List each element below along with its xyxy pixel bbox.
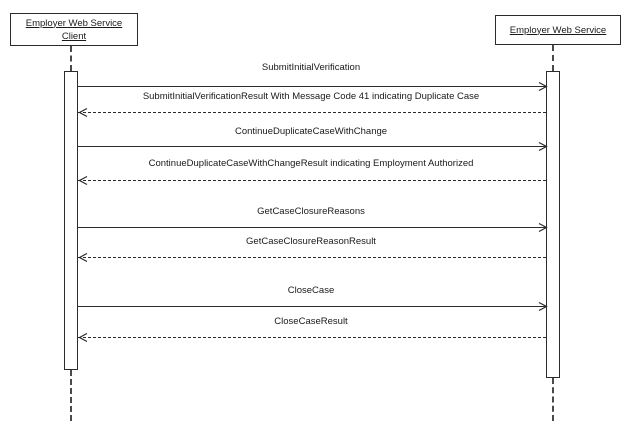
- message-arrow-get-case-closure-reasons: [78, 227, 546, 228]
- arrowhead-left-2: [78, 107, 88, 118]
- arrowhead-left-6: [78, 252, 88, 263]
- lifeline-header-client-label: Employer Web Service Client: [25, 17, 123, 42]
- lifeline-dashed-line-service-bottom: [552, 378, 554, 421]
- arrowhead-left-4: [78, 175, 88, 186]
- lifeline-dashed-line-client-bottom: [70, 370, 72, 421]
- message-arrow-continue-duplicate-case-with-change: [78, 146, 546, 147]
- message-label-close-case-result: CloseCaseResult: [274, 316, 348, 327]
- message-arrow-submit-initial-verification: [78, 86, 546, 87]
- message-arrow-close-case: [78, 306, 546, 307]
- arrowhead-right-1: [538, 81, 548, 92]
- lifeline-header-service-label: Employer Web Service: [509, 24, 607, 36]
- message-label-submit-initial-verification-result: SubmitInitialVerificationResult With Mes…: [142, 91, 480, 102]
- message-arrow-submit-initial-verification-result: [78, 112, 546, 113]
- lifeline-dashed-line-client-top: [70, 46, 72, 71]
- arrowhead-right-5: [538, 222, 548, 233]
- arrowhead-left-8: [78, 332, 88, 343]
- arrowhead-right-3: [538, 141, 548, 152]
- activation-bar-service: [546, 71, 560, 378]
- message-arrow-continue-duplicate-case-with-change-result: [78, 180, 546, 181]
- message-label-continue-duplicate-case-with-change-result: ContinueDuplicateCaseWithChangeResult in…: [148, 158, 474, 169]
- message-label-submit-initial-verification: SubmitInitialVerification: [261, 62, 361, 73]
- lifeline-header-employer-web-service-client[interactable]: Employer Web Service Client: [10, 13, 138, 46]
- activation-bar-client: [64, 71, 78, 370]
- message-label-continue-duplicate-case-with-change: ContinueDuplicateCaseWithChange: [234, 126, 388, 137]
- message-arrow-close-case-result: [78, 337, 546, 338]
- lifeline-header-employer-web-service[interactable]: Employer Web Service: [495, 15, 621, 45]
- message-label-get-case-closure-reason-result: GetCaseClosureReasonResult: [246, 236, 376, 247]
- message-label-get-case-closure-reasons: GetCaseClosureReasons: [257, 206, 365, 217]
- message-label-close-case: CloseCase: [287, 285, 335, 296]
- lifeline-dashed-line-service-top: [552, 45, 554, 71]
- message-arrow-get-case-closure-reason-result: [78, 257, 546, 258]
- arrowhead-right-7: [538, 301, 548, 312]
